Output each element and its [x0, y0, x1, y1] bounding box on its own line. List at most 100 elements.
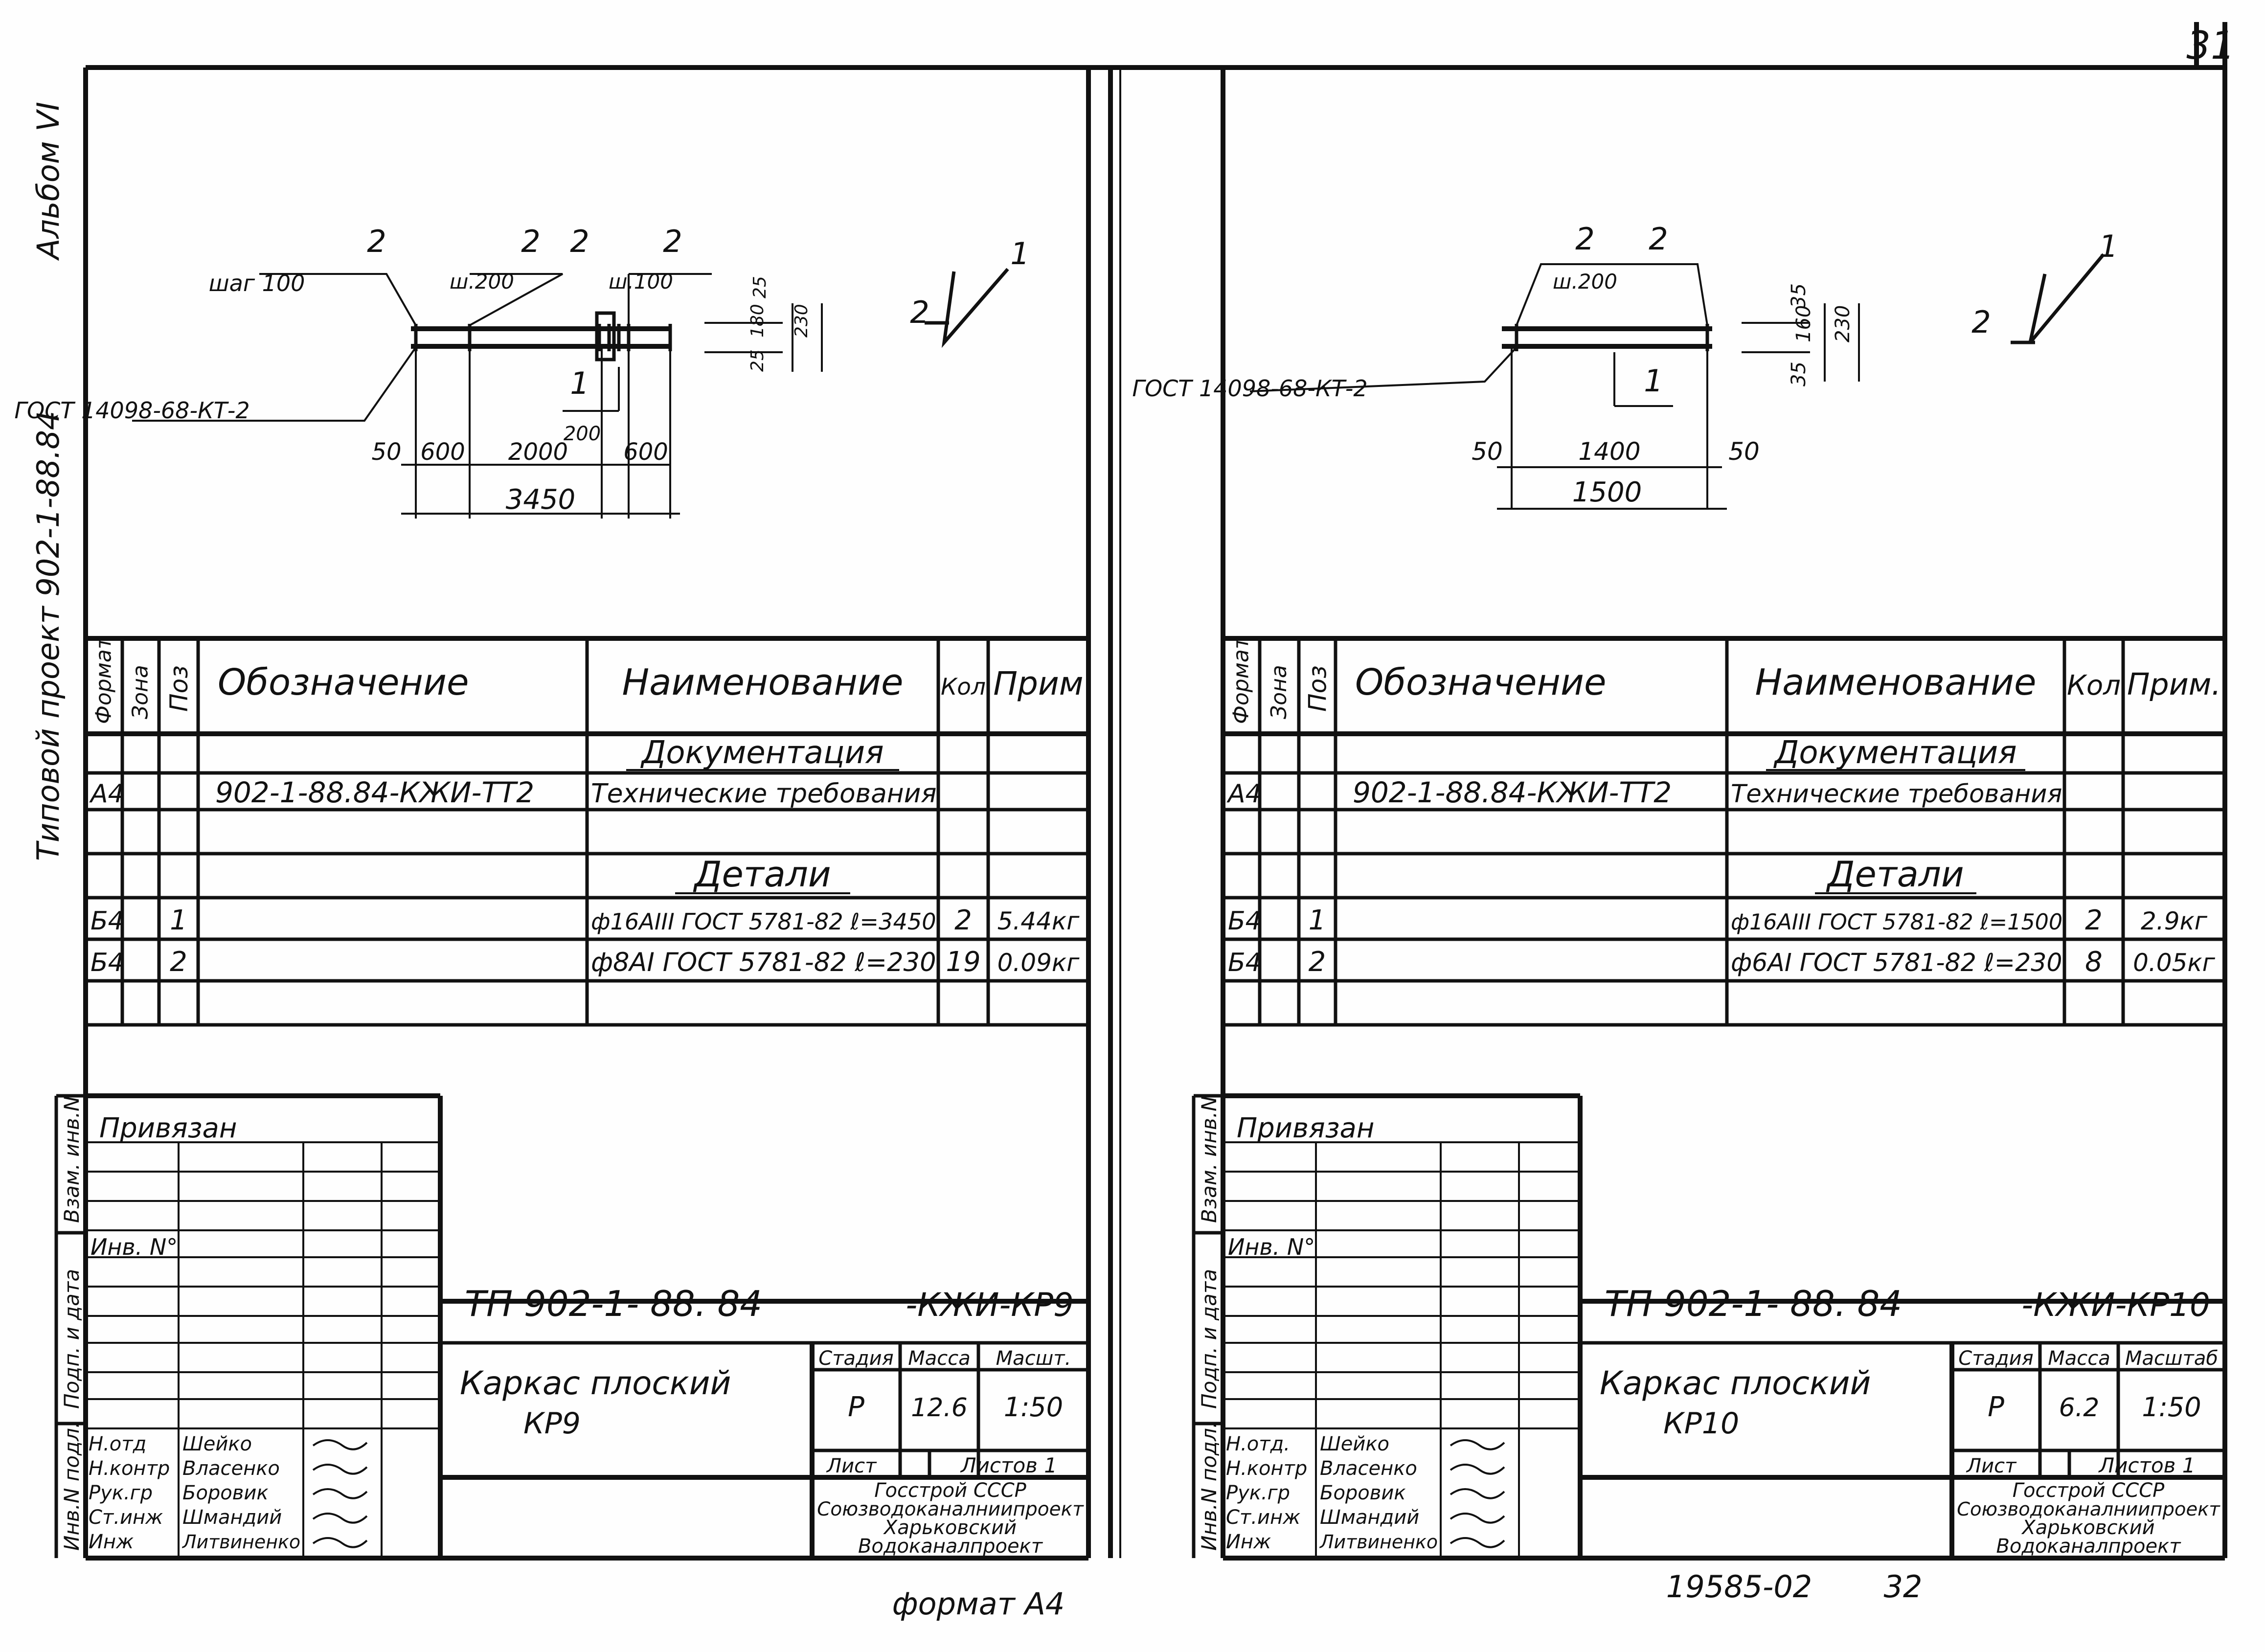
spec-cell-format: Б4 [91, 906, 124, 936]
signature-role: Рук.гр [1226, 1482, 1290, 1504]
spec-section-parts: Детали [1826, 854, 1964, 895]
spec-header-note: Прим [993, 665, 1083, 702]
margin-label-vzam: Взам. инв.N [1197, 1096, 1221, 1223]
drawing-label: 50 [371, 438, 401, 466]
signature-mark [312, 1537, 368, 1548]
drawing-label: ш.200 [1553, 270, 1617, 294]
signature-name: Боровик [1320, 1482, 1406, 1504]
drawing-label: 35 [1788, 283, 1810, 308]
section-mark [2011, 253, 2105, 344]
spec-header-name: Наименование [1755, 661, 2036, 703]
title-code-suffix: -КЖИ-КР9 [906, 1286, 1074, 1324]
drawing-label: 1 [1010, 236, 1029, 272]
leader [1249, 346, 1518, 392]
signature-role: Ст.инж [89, 1506, 163, 1529]
signature-mark [1450, 1537, 1505, 1548]
drawing-label: 1500 [1572, 476, 1642, 508]
drawing-label: 1 [1644, 363, 1663, 399]
stamp-inv-no: Инв. N° [1228, 1234, 1315, 1260]
spec-section-parts: Детали [693, 854, 831, 895]
signature-role: Инж [1226, 1531, 1271, 1553]
stamp-inv-no: Инв. N° [91, 1234, 178, 1260]
spec-cell-format: А4 [89, 779, 124, 809]
title-stage: Р [1988, 1391, 2004, 1423]
spec-cell-format: А4 [1226, 779, 1262, 809]
drawing-label: 2 [1649, 221, 1668, 257]
signature-mark [1450, 1513, 1505, 1524]
drawing-label: 160 [1792, 305, 1815, 342]
leader [259, 273, 417, 326]
stamp-privyazan: Привязан [99, 1112, 237, 1144]
drawing-label: ш.100 [609, 270, 673, 294]
signature-mark [312, 1464, 368, 1475]
title-org-line: Харьковский [2021, 1516, 2154, 1539]
signature-role: Н.отд [89, 1433, 146, 1455]
drawing-label: 600 [420, 438, 465, 466]
title-scale-label: Масшт. [996, 1347, 1071, 1370]
signature-name: Власенко [1320, 1457, 1417, 1480]
spec-header-name: Наименование [622, 661, 903, 703]
title-name-line2: КР10 [1663, 1406, 1739, 1441]
spec-cell-qty: 2 [954, 905, 972, 936]
drawing-label: 600 [623, 438, 668, 466]
spec-header-pos: Поз [1304, 665, 1332, 712]
signature-name: Шейко [182, 1433, 252, 1455]
drawing-label: 25 [747, 349, 768, 372]
signature-name: Шейко [1320, 1433, 1389, 1455]
signature-name: Боровик [182, 1482, 269, 1504]
drawing-label: 180 [747, 304, 768, 338]
signature-name: Литвиненко [1319, 1531, 1438, 1553]
drawing-label: ГОСТ 14098-68-КТ-2 [14, 397, 249, 424]
spec-header-format: Формат [91, 636, 116, 724]
title-mass: 12.6 [911, 1393, 968, 1423]
margin-label-inv: Инв.N подл. [1197, 1422, 1221, 1551]
signature-name: Шмандий [182, 1506, 282, 1529]
spec-cell-qty: 19 [946, 946, 980, 978]
album-label: Альбом VI [30, 102, 66, 261]
drawing-label: ш.200 [450, 270, 514, 294]
drawing-label: ГОСТ 14098-68-КТ-2 [1132, 375, 1367, 402]
signature-mark [312, 1513, 368, 1524]
title-code: ТП 902-1- 88. 84 [465, 1283, 762, 1324]
leader [132, 346, 417, 422]
signature-role: Н.контр [89, 1457, 170, 1480]
title-name-line1: Каркас плоский [460, 1364, 731, 1402]
sheet-number-index: 32 [1884, 1569, 1923, 1605]
drawing-label: 25 [750, 276, 770, 298]
drawing-label: 2 [910, 294, 929, 330]
spec-cell-designation: 902-1-88.84-КЖИ-ТТ2 [1353, 776, 1672, 809]
title-sheets-label: Листов 1 [960, 1453, 1057, 1477]
section-mark [925, 268, 1009, 348]
title-org-line: Госстрой СССР [874, 1479, 1026, 1502]
margin-label-vzam: Взам. инв.N [60, 1096, 84, 1223]
spec-header-qty: Кол [941, 674, 986, 701]
spec-header-note: Прим. [2127, 667, 2221, 702]
drawing-label: 200 [564, 423, 601, 445]
signature-name: Литвиненко [181, 1531, 300, 1553]
title-mass-label: Масса [908, 1347, 971, 1370]
format-label: формат А4 [892, 1586, 1065, 1622]
page-number: 31 [2186, 24, 2235, 68]
drawing-label: 50 [1472, 437, 1503, 466]
signature-role: Инж [89, 1531, 134, 1553]
drawing-label: 2 [663, 224, 682, 259]
margin-label-inv: Инв.N подл. [60, 1422, 84, 1551]
signature-role: Рук.гр [89, 1482, 153, 1504]
spec-section-documentation: Документация [1773, 735, 2016, 771]
drawing-label: 50 [1728, 437, 1760, 466]
spec-cell-pos: 2 [1309, 946, 1326, 978]
spec-header-zone: Зона [1267, 665, 1291, 719]
spec-cell-name: ф8АI ГОСТ 5781-82 ℓ=230 [591, 948, 936, 977]
sheet-number-code: 19585-02 [1666, 1569, 1812, 1605]
drawing-label: 3450 [506, 484, 576, 516]
spec-header-qty: Кол [2067, 670, 2121, 702]
